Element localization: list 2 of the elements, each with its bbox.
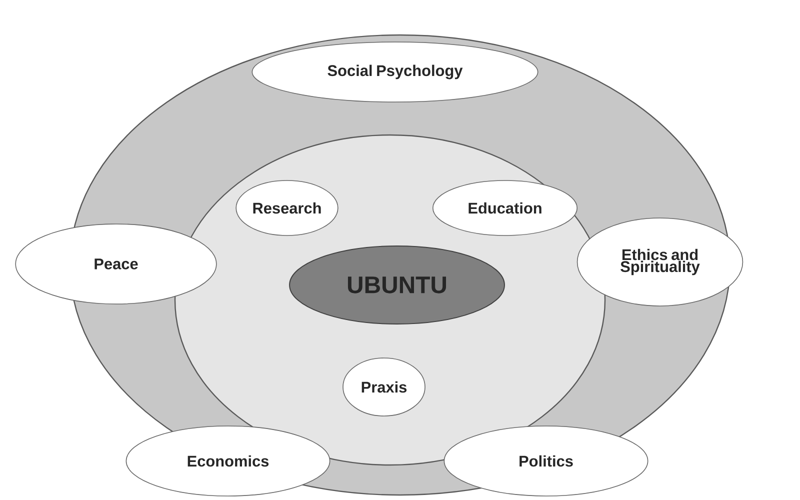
node-label: Politics [520, 455, 573, 467]
node-label: Economics [188, 455, 269, 467]
